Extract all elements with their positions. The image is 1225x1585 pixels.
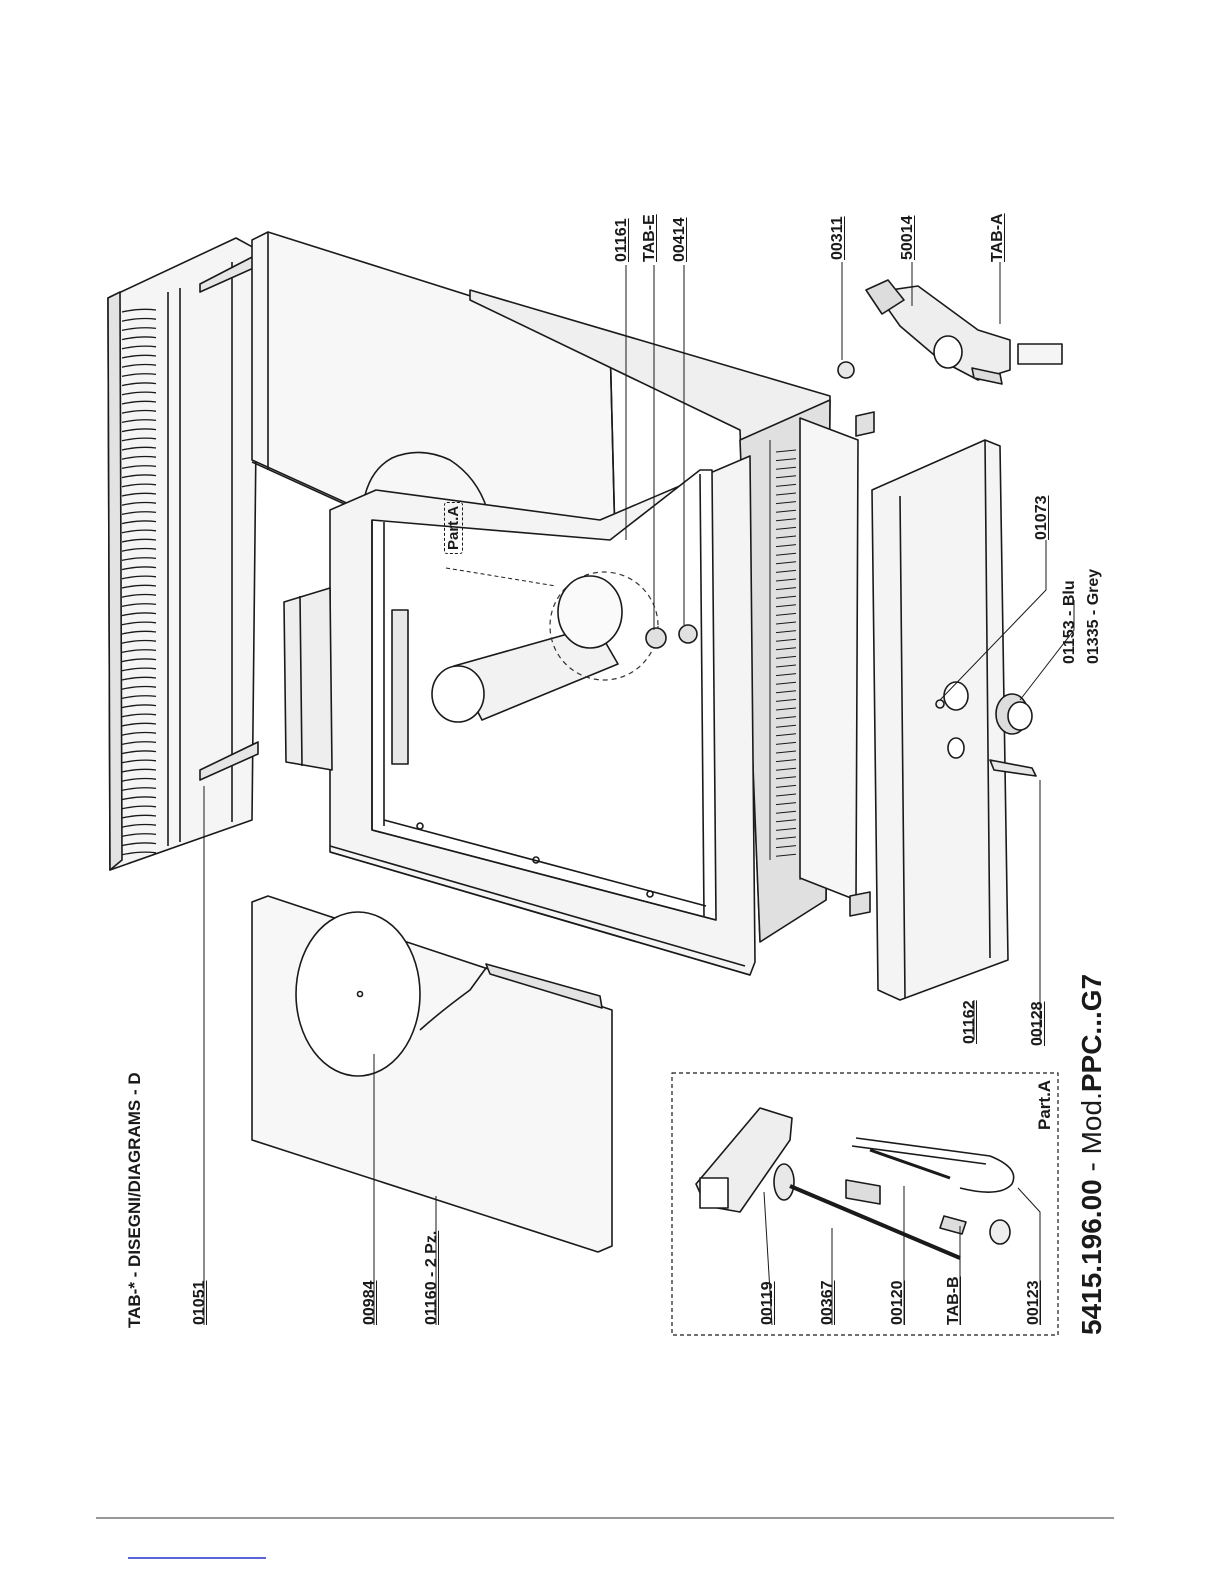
model-sep: -: [1076, 1154, 1107, 1179]
bottom-cover: [252, 896, 612, 1252]
control-cover: [872, 440, 1036, 1000]
part-01160: 01160 - 2 Pz.: [424, 1231, 440, 1325]
part-01073: 01073: [1034, 496, 1050, 541]
front-frame: [330, 456, 755, 975]
part-00311: 00311: [830, 216, 846, 260]
grille-panel: [108, 238, 258, 870]
part-00367: 00367: [820, 1281, 836, 1326]
model-name: PPC...G7: [1076, 974, 1107, 1092]
sheet-title: TAB-* - DISEGNI/DIAGRAMS - D: [126, 1072, 143, 1328]
detail-label: Part.A: [1036, 1080, 1053, 1130]
part-00414: 00414: [672, 218, 688, 263]
model-number: 5415.196.00 - Mod.PPC...G7: [1078, 974, 1106, 1335]
part-tab-a: TAB-A: [990, 213, 1006, 262]
part-01051: 01051: [192, 1281, 208, 1326]
gas-valve: [838, 280, 1062, 384]
part-00123: 00123: [1026, 1281, 1042, 1326]
callout-label: Part.A: [444, 502, 463, 554]
part-00119: 00119: [760, 1281, 776, 1325]
detail-box: [672, 1073, 1058, 1335]
side-trim: [800, 412, 874, 916]
part-01335-grey: 01335 - Grey: [1086, 569, 1102, 664]
part-00128: 00128: [1030, 1002, 1046, 1047]
part-00120: 00120: [890, 1281, 906, 1326]
part-01153-blu: 01153 - Blu: [1062, 580, 1078, 664]
model-prefix: Mod.: [1076, 1092, 1107, 1154]
part-tab-e: TAB-E: [642, 214, 658, 262]
part-50014: 50014: [900, 216, 916, 261]
model-code: 5415.196.00: [1076, 1179, 1107, 1335]
part-tab-b: TAB-B: [946, 1276, 962, 1325]
part-01162: 01162: [962, 1000, 978, 1044]
part-01161: 01161: [614, 218, 630, 262]
side-duct: [284, 588, 332, 770]
part-00984: 00984: [362, 1281, 378, 1326]
